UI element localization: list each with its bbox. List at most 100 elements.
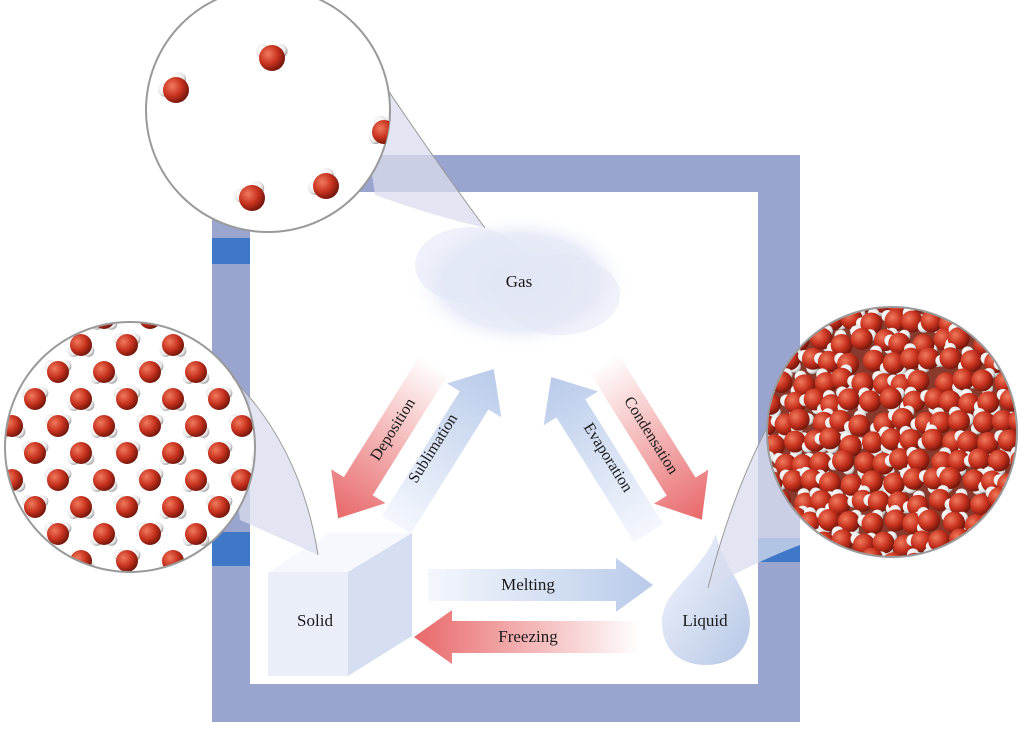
water-molecule [857,387,882,415]
arrows [331,352,709,664]
water-molecule [1013,492,1017,515]
evaporation-arrow [543,376,664,543]
water-molecule [916,507,941,534]
water-molecule [936,466,962,493]
condensation-arrow [588,352,709,520]
gas-cloud [408,214,632,350]
water-molecule [826,329,853,356]
water-molecule [857,509,884,535]
water-molecule [114,279,141,302]
water-molecule [783,430,810,457]
water-molecule [828,449,855,475]
water-molecule [888,405,915,431]
water-molecule [971,367,996,395]
water-molecule [897,425,922,453]
water-molecule [182,415,210,438]
water-molecule [21,387,49,410]
water-molecule [0,604,2,627]
water-molecule [973,307,1000,315]
water-molecule [21,549,49,572]
water-molecule [90,523,118,546]
water-molecule [205,441,233,464]
water-molecule [956,552,984,557]
water-molecule [970,407,995,435]
water-molecule [44,360,72,383]
water-molecule [22,603,49,626]
freezing-arrow [414,610,640,664]
water-molecule [879,426,903,454]
water-molecule [0,577,25,600]
water-molecule [113,441,141,464]
water-molecule [900,467,925,494]
water-molecule [985,524,1012,550]
water-molecule [182,361,210,384]
water-molecule [157,72,189,103]
water-molecule [952,307,979,315]
water-molecule [0,388,2,411]
water-molecule [44,414,72,437]
water-molecule [843,409,871,437]
water-molecule [113,495,141,518]
water-molecule [999,509,1017,537]
water-molecule [1008,405,1017,433]
water-molecule [205,495,233,518]
water-molecule [160,604,187,627]
water-molecule [47,322,69,329]
water-molecule [44,468,72,491]
water-molecule [987,449,1014,477]
water-molecule [0,280,2,303]
water-molecule [91,577,118,600]
water-molecule [939,552,967,557]
water-molecule [183,577,210,600]
water-molecule [906,446,930,474]
gas-molecules [157,43,390,211]
water-molecule [45,576,72,599]
water-molecule [0,442,2,465]
water-molecule [1012,314,1017,327]
water-molecule [991,307,1017,316]
water-molecule [799,554,826,557]
water-molecule [963,448,991,474]
water-molecule [113,333,141,356]
water-molecule [982,552,1006,557]
water-molecule [860,547,888,557]
gas-magnifier [145,0,391,233]
water-molecule [182,469,210,492]
water-molecule [255,43,288,71]
water-molecule [22,279,49,302]
water-molecule [0,550,2,573]
water-molecule [44,522,72,545]
water-molecule [159,442,187,465]
water-molecule [90,469,118,492]
water-molecule [984,310,1012,337]
water-molecule [5,322,26,330]
water-molecule [1000,308,1017,335]
freezing-label: Freezing [498,627,558,646]
water-molecule [136,414,164,437]
water-molecule [941,509,969,534]
water-molecule [159,334,187,357]
water-molecule [1008,307,1017,312]
water-molecule [160,280,187,303]
water-molecule [67,442,95,465]
water-molecule [836,386,860,414]
sublimation-arrow [381,368,502,535]
water-molecule [850,325,877,351]
water-molecule [90,415,118,438]
water-molecule [831,307,855,313]
water-molecule [368,115,390,145]
water-molecule [821,552,844,557]
water-molecule [67,388,95,411]
deposition-arrow [331,355,449,519]
water-molecule [5,523,26,546]
water-molecule [5,361,26,384]
water-molecule [973,391,1001,416]
water-molecule [925,307,951,313]
water-molecule [1016,357,1017,370]
water-molecule [899,343,927,370]
water-molecule [21,495,49,518]
water-molecule [67,496,95,519]
solid-label: Solid [297,611,333,630]
water-molecule [966,527,991,554]
water-molecule [205,387,233,410]
